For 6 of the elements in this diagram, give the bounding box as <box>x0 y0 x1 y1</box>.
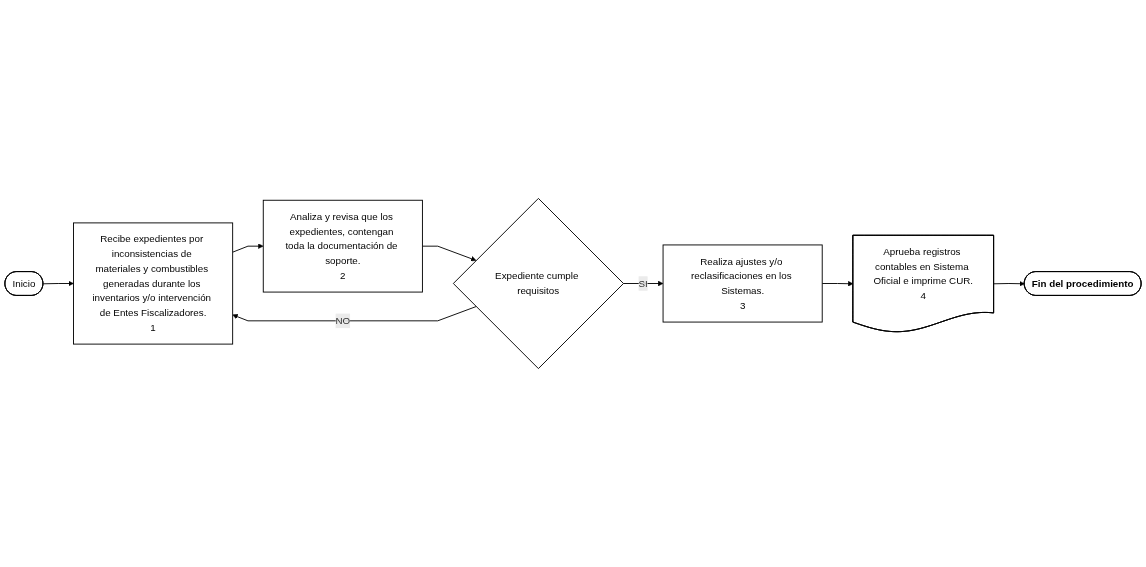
edge-label: NO <box>335 315 351 326</box>
node-box: Analiza y revisa que los expedientes, contengan toda la documentación de soporte. 2 <box>262 199 423 293</box>
edge-label: SI <box>638 277 648 289</box>
node-box: Realiza ajustes y/o reclasificaciones en los Sistemas. 3 <box>662 244 823 323</box>
node-box: Recibe expedientes por inconsistencias de materiales y combustibles generadas durante los inventarios y/o intervención de Entes Fiscalizadores. 1 <box>73 222 234 345</box>
node-diamond: Expediente cumple requisitos <box>452 197 624 370</box>
